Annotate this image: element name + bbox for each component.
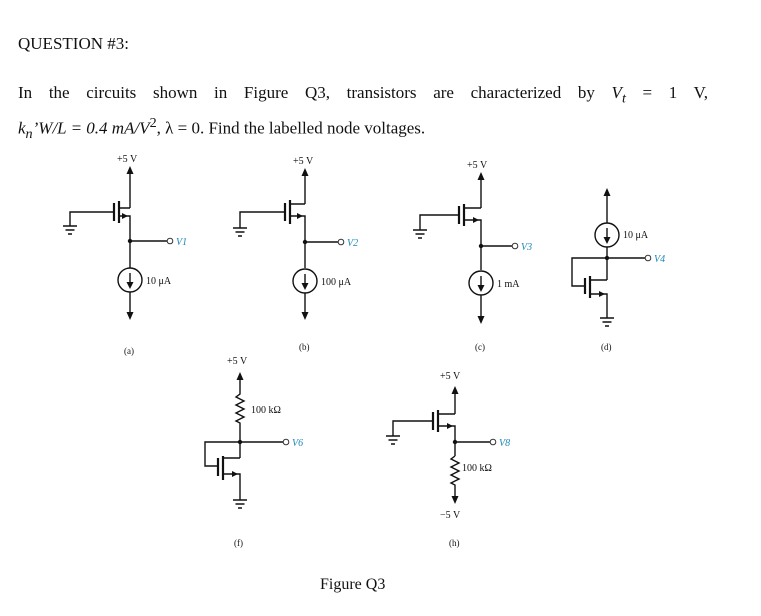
circuit-d: 10 μA V4 (d) (571, 188, 665, 352)
ground-symbol (63, 225, 77, 235)
node-terminal (282, 438, 290, 446)
ground-symbol (386, 435, 400, 445)
question-line-2: kn’W/L = 0.4 mA/V2, λ = 0. Find the labe… (18, 115, 426, 143)
question-text: In the circuits shown in Figure Q3, tran… (18, 80, 708, 147)
circuit-label: (f) (234, 538, 243, 548)
node-terminal (644, 254, 652, 262)
circuit-label: (h) (449, 538, 460, 548)
circuit-h: +5 V V8 100 kΩ −5 V (h) (386, 371, 510, 548)
resistor (234, 380, 246, 458)
node-label: V3 (521, 242, 532, 253)
resistor-label: 100 kΩ (462, 463, 492, 474)
supply-arrow (477, 172, 485, 180)
node-terminal (489, 438, 497, 446)
supply-label: +5 V (467, 160, 488, 171)
ground-symbol (233, 499, 247, 509)
node-label: V6 (292, 438, 303, 449)
supply-label: +5 V (293, 156, 314, 167)
source-label: 10 μA (146, 276, 172, 287)
supply-arrow (451, 386, 459, 394)
supply-label: +5 V (227, 356, 248, 367)
circuit-label: (b) (299, 342, 310, 352)
source-label: 100 μA (321, 277, 352, 288)
ground-symbol (233, 227, 247, 237)
node-label: V2 (347, 238, 358, 249)
question-heading: QUESTION #3: (18, 34, 129, 53)
circuit-a: +5 V V1 10 μA (a) (63, 154, 187, 356)
sink-arrow (301, 312, 309, 320)
negative-supply-arrow (451, 496, 459, 504)
source-label: 10 μA (623, 230, 649, 241)
node-terminal (166, 237, 174, 245)
supply-arrow (126, 166, 134, 174)
circuit-f: +5 V 100 kΩ V6 (f) (204, 356, 303, 548)
circuit-b: +5 V V2 100 μA (b) (233, 156, 358, 352)
supply-arrow (301, 168, 309, 176)
ground-symbol (600, 317, 614, 327)
node-label: V4 (654, 254, 665, 265)
supply-label: +5 V (440, 371, 461, 382)
resistor (449, 455, 461, 496)
question-line-1: In the circuits shown in Figure Q3, tran… (18, 83, 708, 107)
node-label: V1 (176, 237, 187, 248)
sink-arrow (126, 312, 134, 320)
source-top-arrow (603, 188, 611, 196)
circuit-c: +5 V V3 1 mA (c) (413, 160, 532, 352)
circuit-label: (a) (124, 346, 134, 356)
supply-label: +5 V (117, 154, 138, 165)
circuit-label: (c) (475, 342, 485, 352)
figure-caption: Figure Q3 (320, 576, 385, 593)
negative-supply-label: −5 V (440, 510, 461, 521)
resistor-label: 100 kΩ (251, 405, 281, 416)
circuit-label: (d) (601, 342, 612, 352)
supply-arrow (236, 372, 244, 380)
sink-arrow (477, 316, 485, 324)
node-label: V8 (499, 438, 510, 449)
ground-symbol (413, 229, 427, 239)
source-label: 1 mA (497, 279, 520, 290)
node-terminal (337, 238, 345, 246)
node-terminal (511, 242, 519, 250)
